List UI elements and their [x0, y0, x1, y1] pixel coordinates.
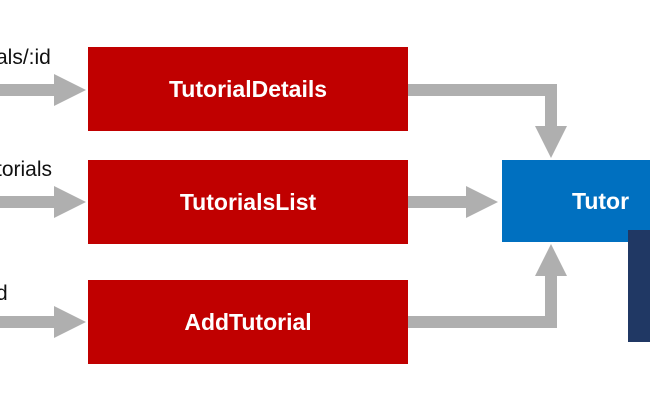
tutorial-service-box: Tutor — [502, 160, 650, 242]
component-tutorials-list: TutorialsList — [88, 160, 408, 244]
route-label-details: als/:id — [0, 46, 51, 69]
route-arrow-list — [0, 186, 86, 218]
route-label-add: d — [0, 282, 8, 305]
route-arrow-details — [0, 74, 86, 106]
navy-block — [628, 230, 650, 342]
component-add-tutorial: AddTutorial — [88, 280, 408, 364]
component-tutorial-details: TutorialDetails — [88, 47, 408, 131]
add-to-service-arrow — [408, 244, 567, 328]
route-arrow-add — [0, 306, 86, 338]
route-label-list: torials — [0, 158, 53, 181]
list-to-service-arrow — [408, 186, 498, 218]
details-to-service-arrow — [408, 84, 567, 158]
